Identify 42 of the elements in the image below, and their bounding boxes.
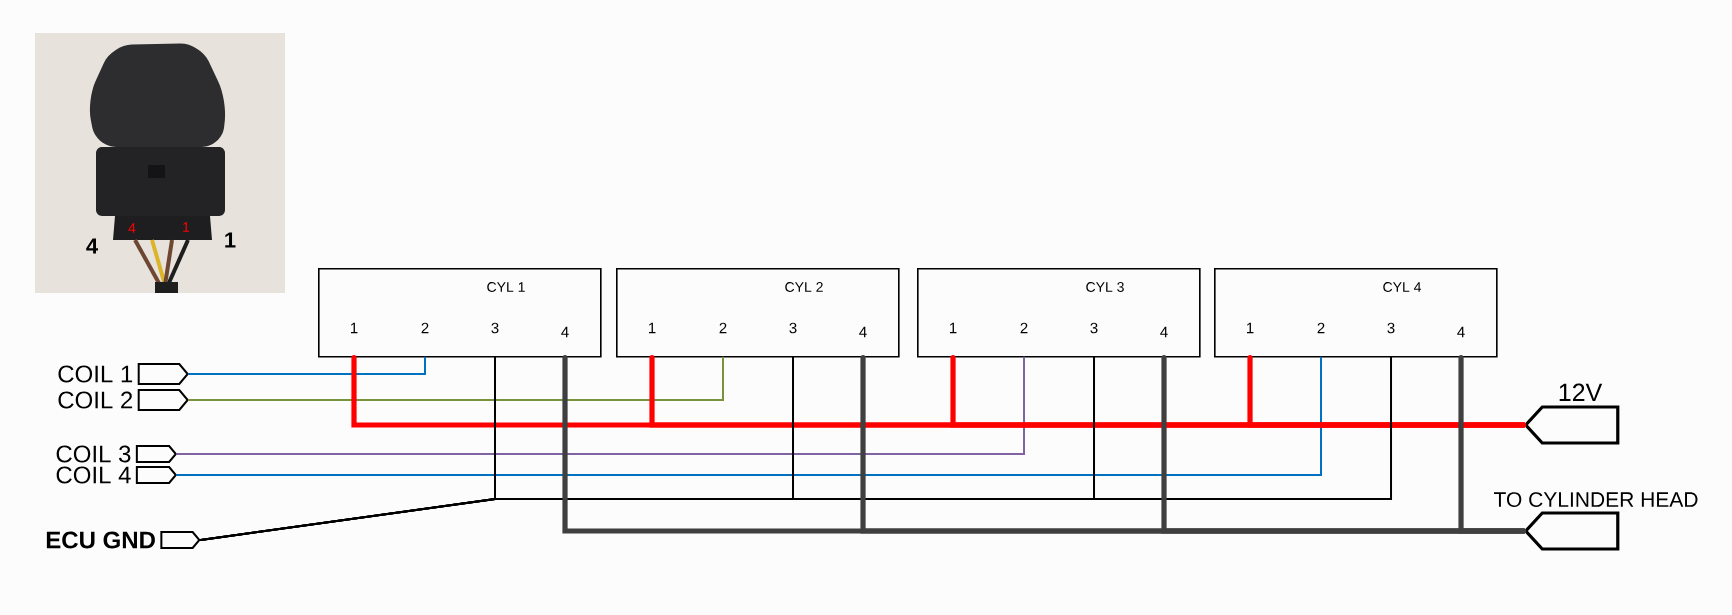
pin-number: 2 <box>1317 322 1325 334</box>
node-label: COIL 4 <box>56 466 131 484</box>
pin-number: 4 <box>561 326 569 338</box>
wire-connector: COIL 4 <box>56 466 178 484</box>
node-label: TO CYLINDER HEAD <box>1494 492 1698 508</box>
pin-number: 3 <box>1387 322 1395 334</box>
pin-number: 2 <box>421 322 429 334</box>
pin-number: 1 <box>648 322 656 334</box>
wire <box>188 356 724 401</box>
wire <box>188 356 426 375</box>
node-label: COIL 3 <box>56 445 131 463</box>
pin-number: 4 <box>859 326 867 338</box>
pin-number: 3 <box>491 322 499 334</box>
wire-connector: COIL 1 <box>58 363 189 385</box>
pin-number: 1 <box>950 322 957 334</box>
node-label: COIL 1 <box>58 365 133 383</box>
pin-number: 1 <box>225 232 236 248</box>
wire-connector: ECU GND <box>46 531 201 549</box>
node-label: 12V <box>1559 383 1603 402</box>
wire <box>1458 355 1527 534</box>
pin-number: 1 <box>183 222 190 232</box>
pin-number: 1 <box>1247 322 1254 334</box>
pin-number: 1 <box>350 322 358 334</box>
wire-connector: 12V <box>1523 383 1620 445</box>
pin-number: 2 <box>719 322 727 334</box>
pin-number: 4 <box>1457 326 1465 338</box>
pin-number: 2 <box>1020 322 1028 334</box>
wire <box>1247 355 1527 428</box>
pin-number: 3 <box>1090 322 1098 334</box>
pin-number: 4 <box>1160 326 1168 338</box>
wire <box>176 356 1322 476</box>
wire-connector: COIL 2 <box>58 389 189 411</box>
wire <box>199 356 1392 541</box>
pin-number: 4 <box>128 223 136 233</box>
node-label: ECU GND <box>46 531 155 549</box>
wire <box>176 356 1025 455</box>
pin-number: 3 <box>789 322 797 334</box>
node-label: COIL 2 <box>58 391 133 409</box>
coil-connector-drawing <box>35 33 285 293</box>
wire-connector: COIL 3 <box>56 445 178 463</box>
wire-connector: TO CYLINDER HEAD <box>1494 492 1698 551</box>
pin-number: 4 <box>86 238 98 254</box>
